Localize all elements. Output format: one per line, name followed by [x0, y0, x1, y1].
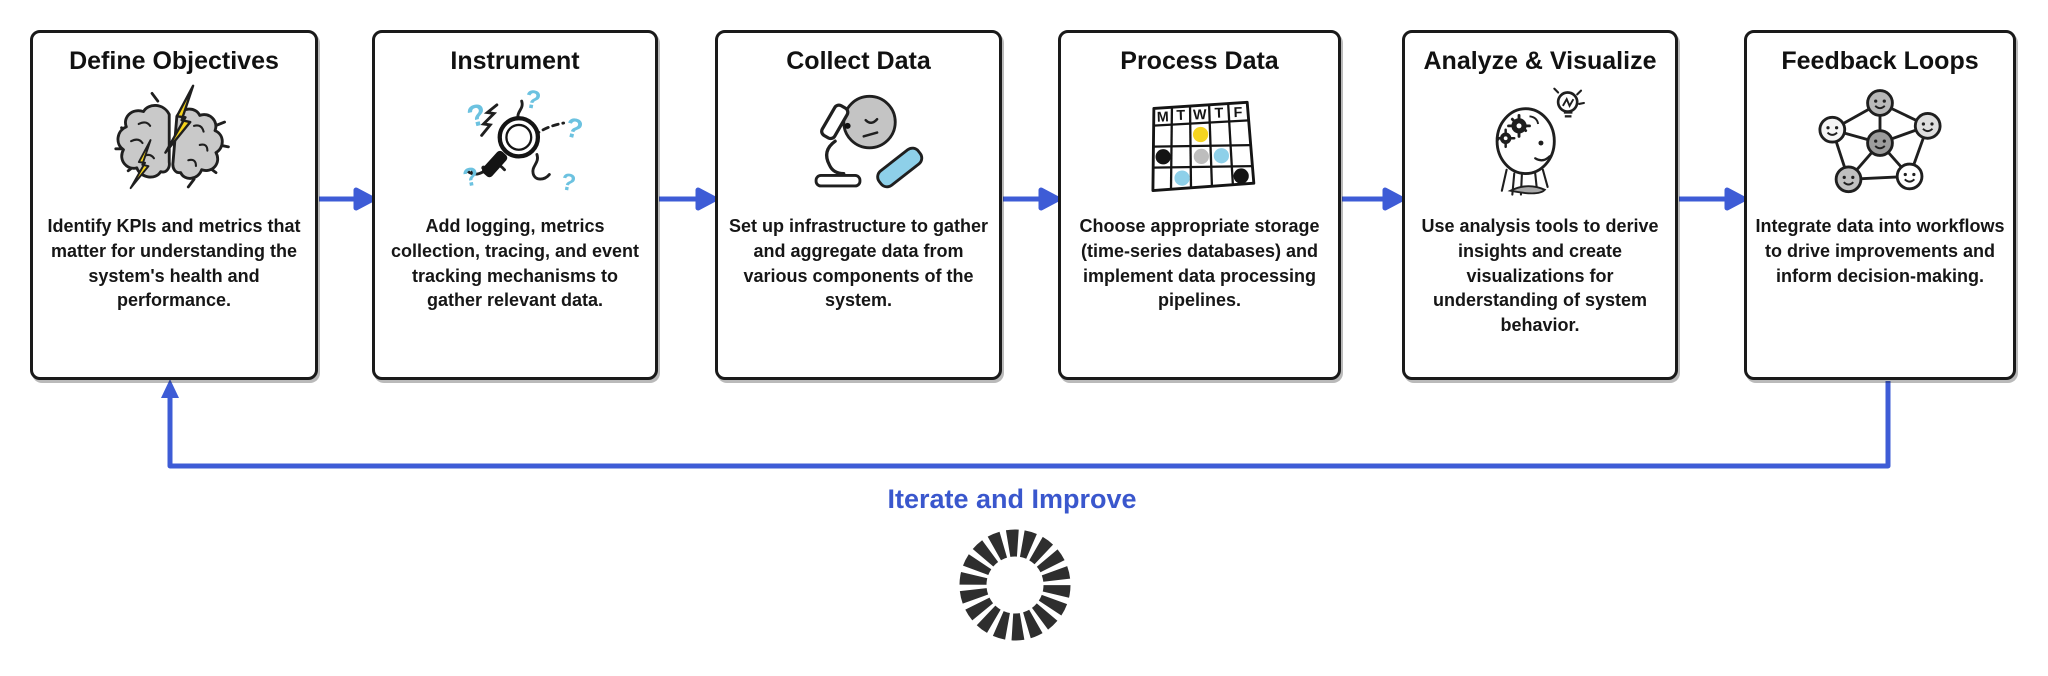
step-description: Add logging, metrics collection, tracing… — [390, 216, 640, 311]
step-title: Feedback Loops — [1781, 47, 1979, 75]
step-title: Analyze & Visualize — [1423, 47, 1657, 75]
svg-text:M: M — [1156, 109, 1168, 125]
step-title: Instrument — [450, 47, 580, 75]
svg-text:?: ? — [559, 168, 578, 197]
svg-text:?: ? — [523, 85, 543, 115]
iteration-spinner-icon — [959, 529, 1071, 641]
step-title: Define Objectives — [69, 47, 279, 75]
step-card-process-data: Process Data M T W T F — [1058, 30, 1341, 380]
step-description: Set up infrastructure to gather and aggr… — [728, 216, 989, 311]
microscope-person-icon — [784, 78, 934, 210]
svg-text:T: T — [1214, 105, 1224, 121]
gears — [1495, 113, 1540, 150]
brain-lightning-icon — [99, 78, 249, 210]
svg-text:?: ? — [461, 163, 481, 193]
step-card-define-objectives: Define Objectives Identify KPIs an — [30, 30, 318, 380]
step-card-analyze-visualize: Analyze & Visualize — [1402, 30, 1678, 380]
step-description: Identify KPIs and metrics that matter fo… — [47, 216, 301, 311]
calendar-grid-icon: M T W T F — [1125, 78, 1275, 210]
smiley-network-icon — [1805, 78, 1955, 210]
svg-text:?: ? — [464, 97, 490, 134]
lightbulb — [1553, 87, 1585, 118]
step-card-instrument: Instrument ? ? ? ? ? — [372, 30, 658, 380]
feedback-loop-arrow — [161, 379, 1891, 469]
step-description: Integrate data into workflows to drive i… — [1755, 216, 2005, 286]
step-description: Use analysis tools to derive insights an… — [1421, 216, 1659, 336]
head-gears-lightbulb-icon — [1465, 78, 1615, 210]
step-card-collect-data: Collect Data Set up infrastructure to ga… — [715, 30, 1002, 380]
svg-text:W: W — [1192, 107, 1207, 123]
step-card-feedback-loops: Feedback Loops — [1744, 30, 2016, 380]
step-title: Process Data — [1120, 47, 1279, 75]
step-title: Collect Data — [786, 47, 931, 75]
svg-text:?: ? — [562, 111, 586, 145]
svg-text:F: F — [1233, 105, 1243, 121]
iterate-improve-label: Iterate and Improve — [887, 484, 1137, 514]
step-description: Choose appropriate storage (time-series … — [1079, 216, 1320, 311]
svg-text:T: T — [1176, 108, 1186, 124]
magnifier-questions-icon: ? ? ? ? ? — [440, 78, 590, 210]
